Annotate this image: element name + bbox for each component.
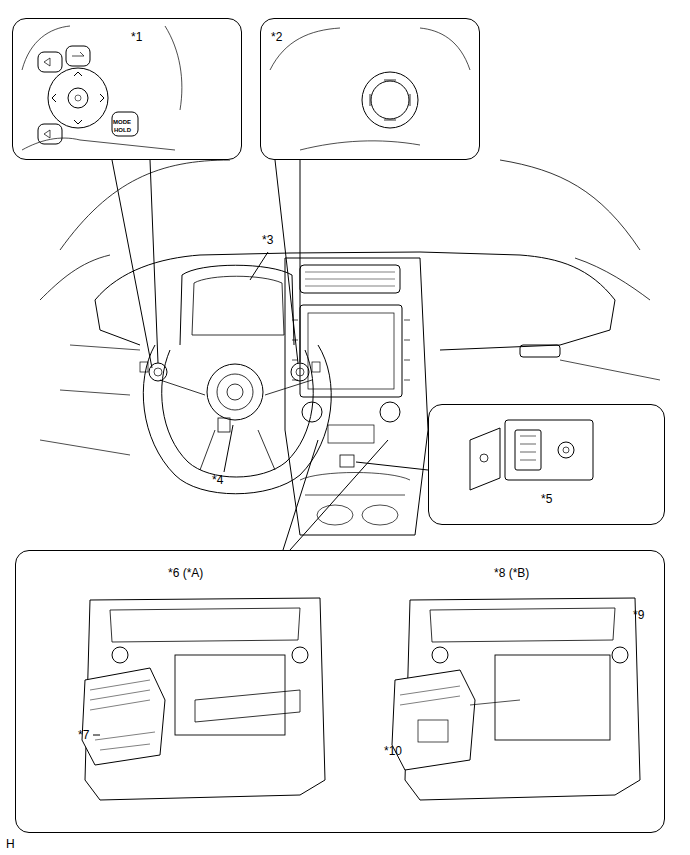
callout-number: *6 (*A) [168,567,203,580]
button-legend: HOLD [114,127,131,134]
callout-panel: *1 [12,18,242,160]
callout-panel: *5 [428,404,665,525]
callout-number: *9 [633,609,644,622]
callout-number: *2 [271,31,282,44]
callout-number: H [6,838,15,851]
callout-number: *7 [78,729,89,742]
callout-panel: *2 [260,18,480,160]
callout-number: *1 [131,31,142,44]
callout-number: *3 [262,234,273,247]
callout-panel: *6 (*A) *8 (*B) *9 *7 *10 [15,550,665,833]
callout-number: *10 [384,745,402,758]
callout-number: *4 [212,474,223,487]
button-legend: MODE [113,119,131,126]
callout-number: *8 (*B) [494,567,529,580]
callout-number: *5 [541,493,552,506]
